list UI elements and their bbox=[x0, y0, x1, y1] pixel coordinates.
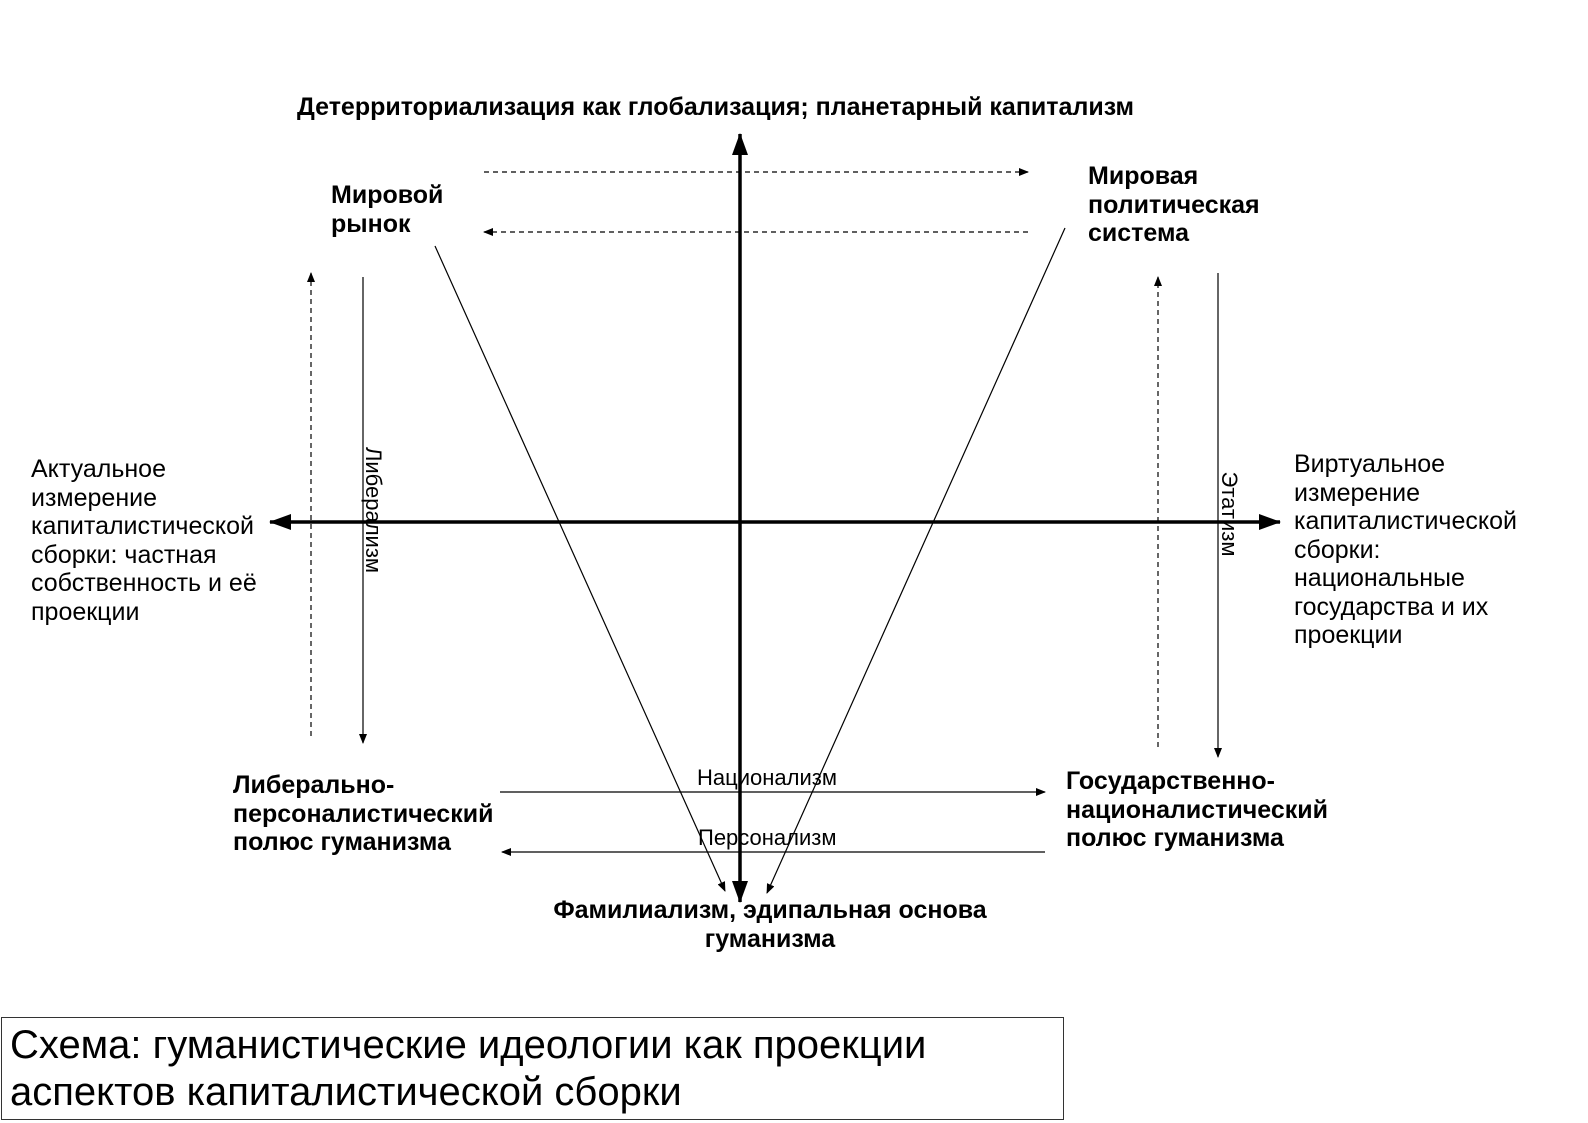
liberal-personalist-pole-node: Либерально- персоналистический полюс гум… bbox=[233, 771, 494, 856]
state-nationalist-pole-node: Государственно- националистический полюс… bbox=[1066, 767, 1329, 852]
political-to-familialism-arrow bbox=[766, 227, 1066, 894]
bottom-axis-label: Фамилиализм, эдипальная основа гуманизма bbox=[553, 896, 987, 953]
top-axis-label: Детерриториализация как глобализация; пл… bbox=[297, 93, 1134, 121]
left-axis-label: Актуальное измерение капиталистической с… bbox=[31, 455, 257, 626]
world-political-system-node: Мировая политическая система bbox=[1088, 162, 1260, 247]
personalism-label: Персонализм bbox=[698, 825, 837, 850]
right-axis-label: Виртуальное измерение капиталистической … bbox=[1294, 450, 1517, 649]
nationalism-label: Национализм bbox=[697, 765, 837, 790]
market-to-familialism-arrow bbox=[434, 245, 726, 892]
world-market-node: Мировой рынок bbox=[331, 181, 444, 238]
diagram-caption: Схема: гуманистические идеологии как про… bbox=[1, 1017, 1064, 1120]
etatism-label: Этатизм bbox=[1217, 471, 1242, 557]
liberalism-label: Либерализм bbox=[361, 446, 386, 574]
